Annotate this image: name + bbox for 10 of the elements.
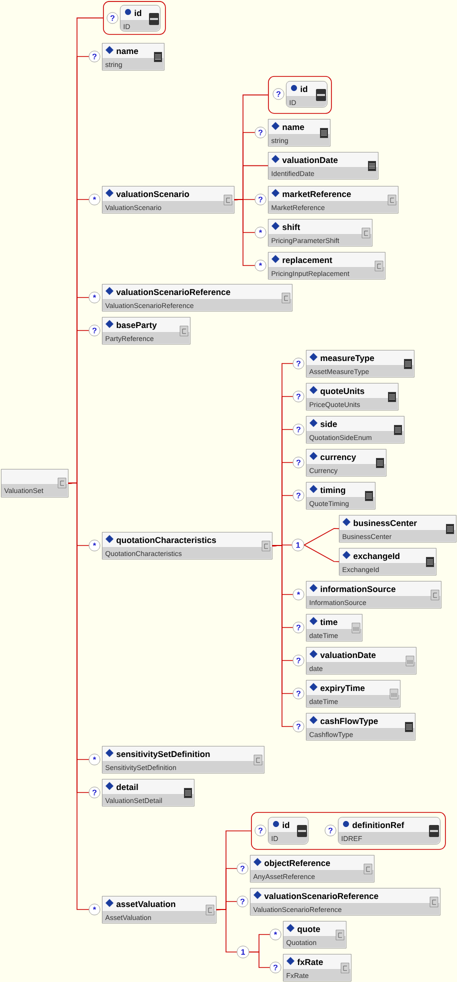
attribute-group-box	[251, 812, 446, 850]
attribute-group-box	[103, 1, 166, 35]
connector-line	[68, 482, 90, 910]
connector-line	[272, 545, 294, 727]
connector-line	[304, 528, 340, 546]
connector-line	[216, 909, 238, 952]
connector-line	[248, 952, 270, 968]
connector-line	[304, 544, 340, 562]
connector-line	[234, 199, 256, 266]
attribute-group-box	[268, 76, 332, 114]
